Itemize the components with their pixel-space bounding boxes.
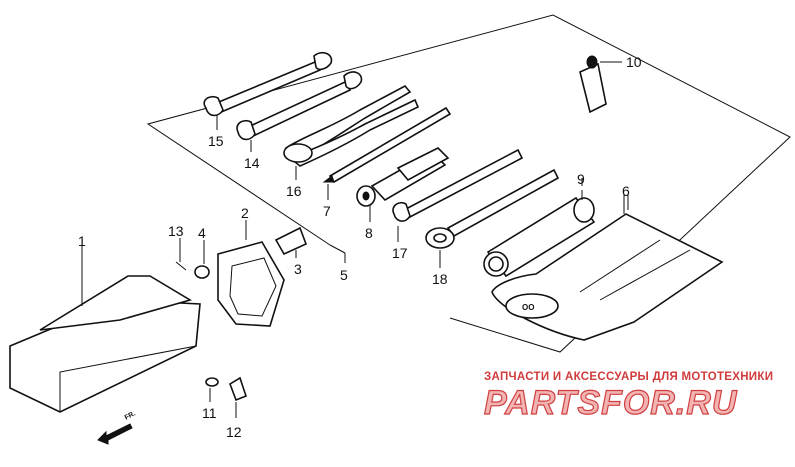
- part-16-pliers: [283, 84, 420, 180]
- callout-15: 15: [208, 133, 224, 149]
- part-14-wrench: [236, 71, 363, 152]
- part-15-wrench: [203, 51, 333, 130]
- part-3-grommet: [274, 226, 308, 258]
- callout-12: 12: [226, 424, 242, 440]
- part-17-wrench: [392, 148, 524, 242]
- callout-7: 7: [323, 203, 331, 219]
- part-6-tool-bag: OO: [491, 195, 724, 341]
- callout-5: 5: [340, 267, 348, 283]
- callout-3: 3: [294, 261, 302, 277]
- part-11-washer: [205, 377, 219, 402]
- part-13-pin: [175, 238, 187, 271]
- part-12-bolt: [229, 376, 247, 418]
- callout-9: 9: [577, 171, 585, 187]
- part-10-bolt: [579, 55, 622, 114]
- callout-18: 18: [432, 271, 448, 287]
- callout-6: 6: [622, 183, 630, 199]
- part-8-screwdriver-handle: [356, 147, 450, 222]
- watermark-brand: PARTSFOR.RU: [484, 384, 738, 422]
- callout-4: 4: [198, 225, 206, 241]
- watermark-tagline: ЗАПЧАСТИ И АКСЕССУАРЫ ДЛЯ МОТОТЕХНИКИ: [484, 371, 773, 383]
- front-arrow-label: FR.: [124, 410, 137, 422]
- callout-1: 1: [78, 233, 86, 249]
- part-4-nut: [194, 240, 210, 279]
- part-9-tube-wrench: [483, 178, 596, 278]
- svg-text:OO: OO: [522, 303, 534, 312]
- callout-2: 2: [241, 205, 249, 221]
- watermark: ЗАПЧАСТИ И АКСЕССУАРЫ ДЛЯ МОТОТЕХНИКИ PA…: [483, 371, 773, 423]
- front-arrow: FR.: [97, 410, 137, 445]
- part-7-screwdriver: [322, 106, 452, 200]
- callout-11: 11: [202, 405, 217, 421]
- callout-17: 17: [392, 245, 408, 261]
- part-2-bracket: [217, 220, 285, 327]
- callout-16: 16: [286, 183, 302, 199]
- callout-13: 13: [168, 223, 184, 239]
- part-1-box: [9, 238, 201, 413]
- callout-14: 14: [244, 155, 260, 171]
- tool-kit-tray-outline: [146, 14, 791, 353]
- callout-8: 8: [365, 225, 373, 241]
- part-18-ring-spanner: [425, 168, 560, 268]
- callout-10: 10: [626, 54, 642, 70]
